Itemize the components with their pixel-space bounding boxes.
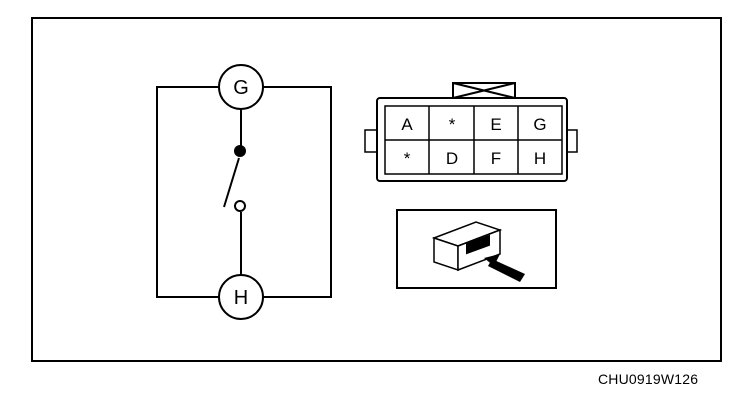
terminal-label-top: G [233,77,249,99]
switch-pivot [234,145,246,157]
switch-blade [223,157,240,208]
connector-view-box [396,209,557,289]
circuit-wire-left [156,86,219,298]
connector-face [364,82,578,182]
connector-latch [452,82,516,99]
pin-label: H [534,149,546,168]
pin-label: F [491,149,501,168]
pin-label: A [401,115,413,134]
switch-contact-open [234,200,246,212]
pin-label: * [449,115,456,134]
pin-label: D [446,149,458,168]
connector-left-tab [364,129,378,153]
connector-illustration [431,221,503,272]
circuit-wire-right [263,86,332,298]
terminal-circle-bottom [218,274,264,320]
pin-label: E [490,115,501,134]
figure-code: CHU0919W126 [598,371,699,387]
figure-frame [31,17,722,362]
connector-right-tab [566,129,578,153]
arrow-icon [484,254,525,282]
pin-label: G [533,115,546,134]
terminal-label-bottom: H [234,287,248,309]
terminal-circle-top [218,64,264,110]
pin-label: * [404,149,411,168]
